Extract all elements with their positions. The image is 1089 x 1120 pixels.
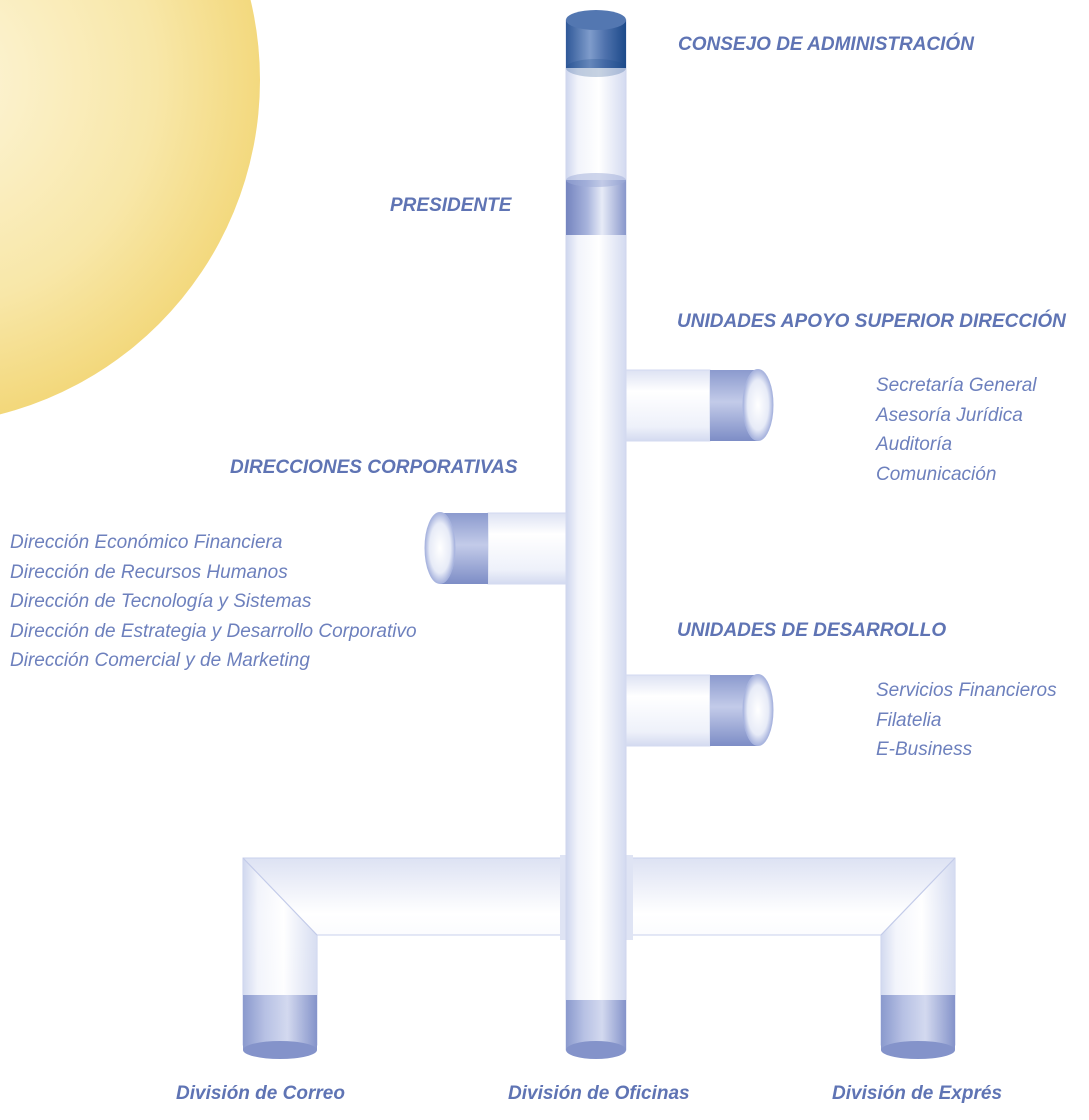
board-label: CONSEJO DE ADMINISTRACIÓN xyxy=(678,34,974,55)
central-trunk xyxy=(565,10,627,1059)
corporate-directorate-item: Dirección de Tecnología y Sistemas xyxy=(10,591,312,612)
support-unit-item: Asesoría Jurídica xyxy=(876,404,1023,426)
division-correo-label: División de Correo xyxy=(176,1083,345,1104)
correo-pipe-foot xyxy=(243,995,317,1059)
corporate-directorates-list: Dirección Económico Financiera Dirección… xyxy=(10,528,417,676)
development-unit-item: E-Business xyxy=(876,739,973,760)
support-unit-item: Secretaría General xyxy=(876,375,1037,396)
corporate-directorate-item: Dirección de Estrategia y Desarrollo Cor… xyxy=(10,620,417,642)
president-label: PRESIDENTE xyxy=(390,195,512,216)
corporate-directorate-item: Dirección Comercial y de Marketing xyxy=(10,650,310,671)
development-units-branch xyxy=(625,674,774,747)
support-unit-item: Comunicación xyxy=(876,463,997,485)
development-unit-item: Servicios Financieros xyxy=(876,680,1057,701)
expres-pipe-foot xyxy=(881,995,955,1059)
corporate-directorate-item: Dirección de Recursos Humanos xyxy=(10,561,288,583)
corporate-directorate-item: Dirección Económico Financiera xyxy=(10,532,283,553)
development-units-title: UNIDADES DE DESARROLLO xyxy=(677,620,947,641)
support-units-branch xyxy=(625,369,774,442)
decorative-circle xyxy=(0,0,260,415)
division-oficinas-label: División de Oficinas xyxy=(508,1083,690,1104)
support-units-list: Secretaría General Asesoría Jurídica Aud… xyxy=(876,371,1037,489)
development-unit-item: Filatelia xyxy=(876,709,942,731)
support-unit-item: Auditoría xyxy=(876,434,953,455)
support-units-title: UNIDADES APOYO SUPERIOR DIRECCIÓN xyxy=(677,311,1066,332)
development-units-list: Servicios Financieros Filatelia E-Busine… xyxy=(876,676,1057,765)
corporate-directorates-branch xyxy=(424,512,567,585)
division-expres-label: División de Exprés xyxy=(832,1083,1003,1104)
corporate-directorates-title: DIRECCIONES CORPORATIVAS xyxy=(230,457,518,478)
